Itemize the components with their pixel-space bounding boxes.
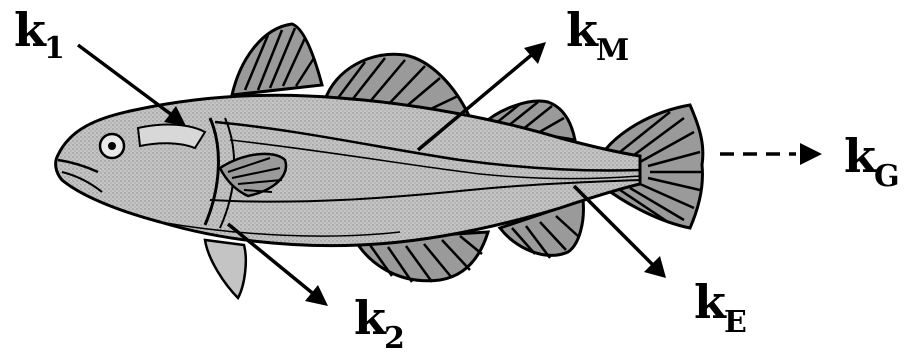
label-k2-subscript: 2 <box>384 321 405 356</box>
label-kE-base: k <box>694 275 727 329</box>
label-kE-subscript: E <box>724 305 747 340</box>
label-k2-base: k <box>354 291 387 345</box>
first-dorsal-fin <box>232 24 322 95</box>
arrow-k1 <box>78 45 176 118</box>
label-k1-base: k <box>14 3 47 57</box>
label-kM-subscript: M <box>596 33 629 68</box>
label-kG-subscript: G <box>874 159 900 194</box>
label-k1-subscript: 1 <box>44 31 65 66</box>
label-kG-base: k <box>844 129 877 183</box>
arrowhead-kG <box>800 143 822 165</box>
label-kM-base: k <box>566 3 599 57</box>
pelvic-fin <box>205 240 246 298</box>
